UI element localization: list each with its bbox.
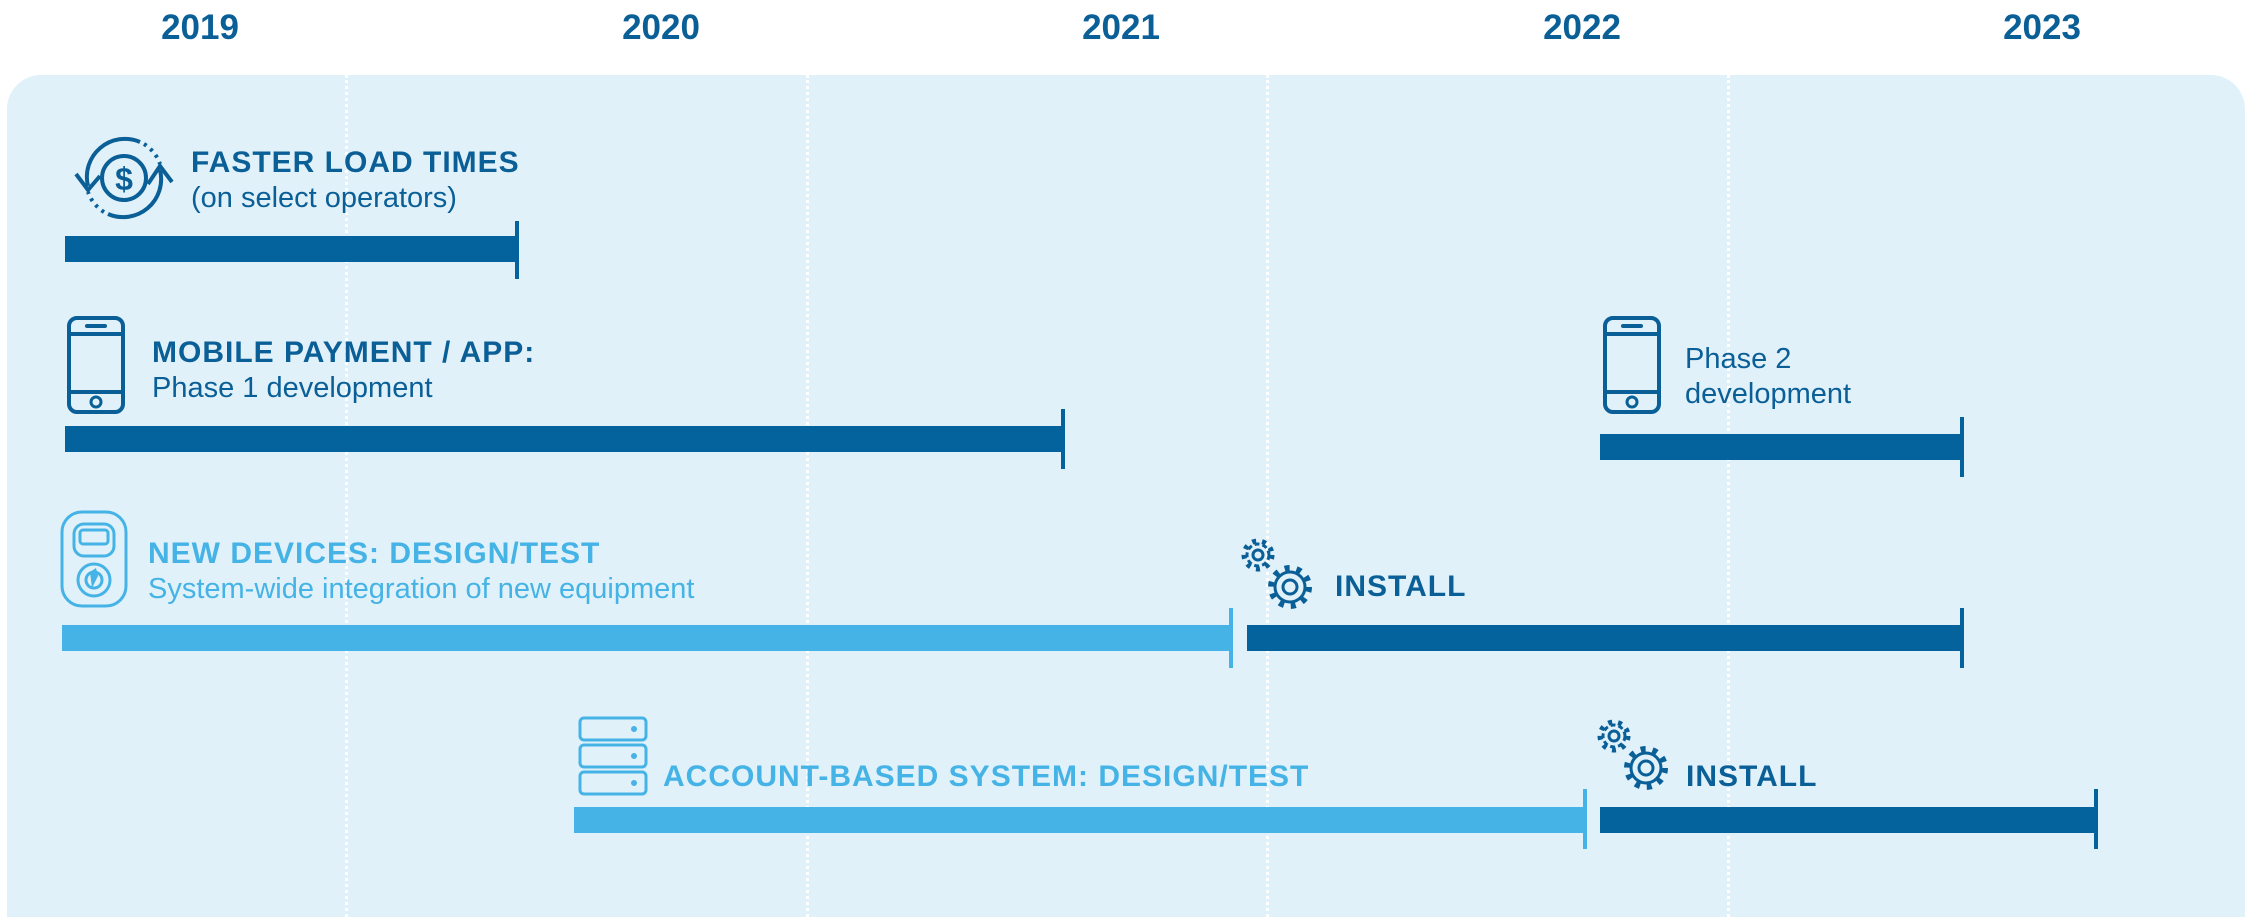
- year-label-2019: 2019: [161, 8, 239, 47]
- server-stack-icon: [578, 716, 648, 796]
- faster-load-times-title: FASTER LOAD TIMES: [191, 146, 520, 179]
- gears-icon: [1238, 535, 1318, 615]
- new-devices-subtitle: System-wide integration of new equipment: [148, 573, 695, 605]
- account-based-design-bar: [574, 807, 1586, 833]
- faster-load-times-bar: [65, 236, 518, 262]
- year-label-2023: 2023: [2003, 8, 2081, 47]
- account-based-design-end-tick: [1583, 789, 1587, 849]
- account-install-end-tick: [2094, 789, 2098, 849]
- gridline-2022-2023: [1727, 75, 1730, 917]
- gridline-2019-2020: [345, 75, 348, 917]
- account-install-bar: [1600, 807, 2096, 833]
- mobile-phase2-end-tick: [1960, 417, 1964, 477]
- year-label-2020: 2020: [622, 8, 700, 47]
- smartphone-icon: [67, 316, 125, 414]
- fare-device-icon: [60, 510, 128, 608]
- mobile-payment-title: MOBILE PAYMENT / APP:: [152, 336, 536, 369]
- timeline-panel: [7, 75, 2245, 917]
- devices-install-label: INSTALL: [1335, 570, 1467, 603]
- faster-load-times-end-tick: [515, 221, 519, 279]
- mobile-payment-subtitle: Phase 1 development: [152, 372, 433, 404]
- mobile-phase2-bar: [1600, 434, 1962, 460]
- year-label-2021: 2021: [1082, 8, 1160, 47]
- account-based-title: ACCOUNT-BASED SYSTEM: DESIGN/TEST: [663, 760, 1310, 793]
- new-devices-design-bar: [62, 625, 1232, 651]
- phase2-label-line1: Phase 2: [1685, 343, 1792, 375]
- account-install-label: INSTALL: [1686, 760, 1818, 793]
- currency-exchange-icon: $: [68, 128, 180, 228]
- gridline-2021-2022: [1266, 75, 1269, 917]
- new-devices-design-end-tick: [1229, 608, 1233, 668]
- devices-install-end-tick: [1960, 608, 1964, 668]
- mobile-phase1-bar: [65, 426, 1064, 452]
- phase2-label-line2: development: [1685, 378, 1852, 410]
- gears-icon-account: [1594, 716, 1674, 796]
- devices-install-bar: [1247, 625, 1962, 651]
- gridline-2020-2021: [806, 75, 809, 917]
- svg-text:$: $: [115, 161, 133, 197]
- year-label-2022: 2022: [1543, 8, 1621, 47]
- faster-load-times-subtitle: (on select operators): [191, 182, 457, 214]
- new-devices-title: NEW DEVICES: DESIGN/TEST: [148, 537, 601, 570]
- smartphone-icon-phase2: [1603, 316, 1661, 414]
- mobile-phase1-end-tick: [1061, 409, 1065, 469]
